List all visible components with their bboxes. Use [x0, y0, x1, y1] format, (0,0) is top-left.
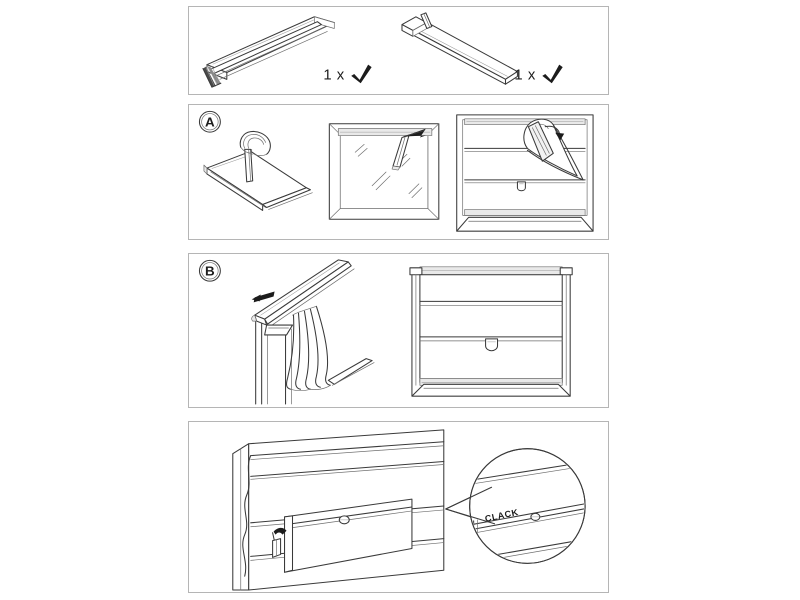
handle-knob-icon-c — [338, 515, 350, 525]
hand-peeling-adhesive-tape-figure — [203, 130, 313, 211]
blind-front-view-figure — [409, 266, 573, 397]
bottom-rail-profile-illustration — [401, 12, 518, 85]
qty-text-1: 1 x — [323, 67, 345, 83]
parts-list-panel: 1 x — [188, 6, 609, 95]
step-badge-b-label: B — [205, 264, 215, 279]
parts-qty-label-2: 1 x — [514, 64, 563, 84]
hand-icon — [239, 130, 271, 156]
top-rail-profile-illustration — [202, 16, 335, 88]
magnifier-contents: CLACK — [470, 449, 585, 563]
check-icon-2 — [542, 64, 563, 84]
pleated-fabric-unfold-figure — [251, 259, 375, 405]
step-badge-a-label: A — [205, 115, 215, 130]
direction-arrow-icon-b — [251, 291, 275, 303]
parts-qty-label-1: 1 x — [323, 64, 372, 84]
handle-knob-icon — [516, 181, 526, 192]
direction-arrow-icon — [403, 128, 426, 138]
step-a-panel: A — [188, 104, 609, 240]
step-c-panel: CLACK — [188, 421, 609, 593]
window-frame-mount-figure — [328, 123, 440, 220]
clack-detail-magnifier-figure: CLACK — [445, 448, 586, 564]
bottom-rail-click-figure — [232, 429, 445, 591]
check-icon-1 — [351, 64, 372, 84]
blind-top-rail-attach-figure — [456, 114, 594, 232]
step-badge-a: A — [198, 110, 221, 133]
step-badge-b: B — [198, 259, 221, 282]
glass-reflection-lines — [354, 144, 423, 198]
qty-text-2: 1 x — [514, 67, 536, 83]
curved-arrow-icon — [544, 125, 565, 141]
brush-seal-tuft — [202, 66, 222, 88]
handle-knob-icon-b — [485, 338, 499, 352]
step-b-panel: B — [188, 253, 609, 408]
pleated-fabric — [286, 305, 331, 392]
